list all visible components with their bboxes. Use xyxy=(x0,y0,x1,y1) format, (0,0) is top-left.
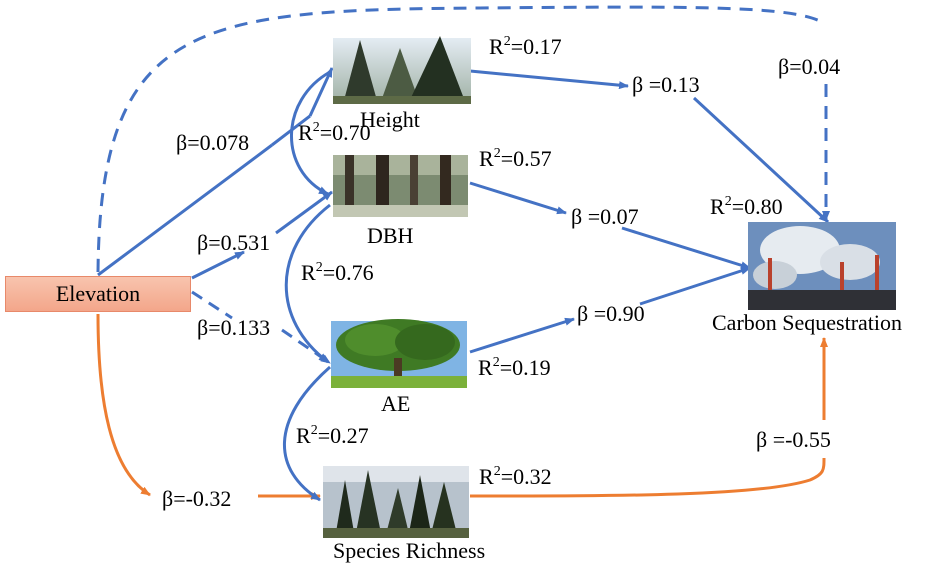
r2-dbh: R2=0.57 xyxy=(479,146,552,171)
r2-carbon: R2=0.80 xyxy=(710,194,783,219)
edge-elevation-dbh-a xyxy=(191,250,245,280)
corr-dbh-ae xyxy=(284,203,331,364)
r2-ae: R2=0.19 xyxy=(478,355,551,380)
height-image xyxy=(333,36,471,104)
edge-elevation-dbh-b xyxy=(275,190,333,235)
r2-height: R2=0.17 xyxy=(489,34,562,59)
r2-height-dbh: R2=0.70 xyxy=(298,120,371,145)
edge-ae-carbon-a xyxy=(469,317,575,354)
species-richness-label: Species Richness xyxy=(333,538,486,563)
dbh-image xyxy=(333,155,468,217)
dbh-label: DBH xyxy=(367,223,414,248)
beta-elevation-species: β=-0.32 xyxy=(162,486,232,511)
ae-label: AE xyxy=(381,391,411,416)
beta-elevation-dbh: β=0.531 xyxy=(197,230,271,255)
edge-elevation-carbon xyxy=(96,5,823,273)
edge-elevation-species xyxy=(96,313,151,497)
species-richness-image xyxy=(323,466,469,538)
carbon-label: Carbon Sequestration xyxy=(712,310,903,335)
edge-height-carbon-b xyxy=(692,96,830,224)
r2-species: R2=0.32 xyxy=(479,464,552,489)
carbon-image xyxy=(748,222,896,310)
edge-species-carbon xyxy=(469,457,826,498)
edge-dbh-carbon-a xyxy=(469,181,567,215)
beta-elevation-carbon: β=0.04 xyxy=(778,54,841,79)
edge-elevation-ae-a xyxy=(191,290,233,320)
beta-elevation-ae: β=0.133 xyxy=(197,315,271,340)
corr-ae-species xyxy=(283,365,331,502)
edge-height-carbon-a xyxy=(469,69,629,90)
r2-dbh-ae: R2=0.76 xyxy=(301,260,374,285)
edge-dbh-carbon-b xyxy=(621,226,751,270)
edge-ae-carbon-b xyxy=(639,266,751,306)
beta-species-carbon: β =-0.55 xyxy=(756,427,831,452)
corr-height-dbh xyxy=(290,70,331,196)
beta-height-carbon: β =0.13 xyxy=(632,72,700,97)
beta-elevation-height: β=0.078 xyxy=(176,130,250,155)
r2-ae-species: R2=0.27 xyxy=(296,423,369,448)
ae-image xyxy=(331,319,467,388)
beta-dbh-carbon: β =0.07 xyxy=(571,204,639,229)
elevation-label: Elevation xyxy=(55,281,141,306)
elevation-node: Elevation xyxy=(5,276,191,312)
height-label: Height xyxy=(360,107,420,132)
beta-ae-carbon: β =0.90 xyxy=(577,301,645,326)
edge-elevation-height xyxy=(97,68,332,277)
